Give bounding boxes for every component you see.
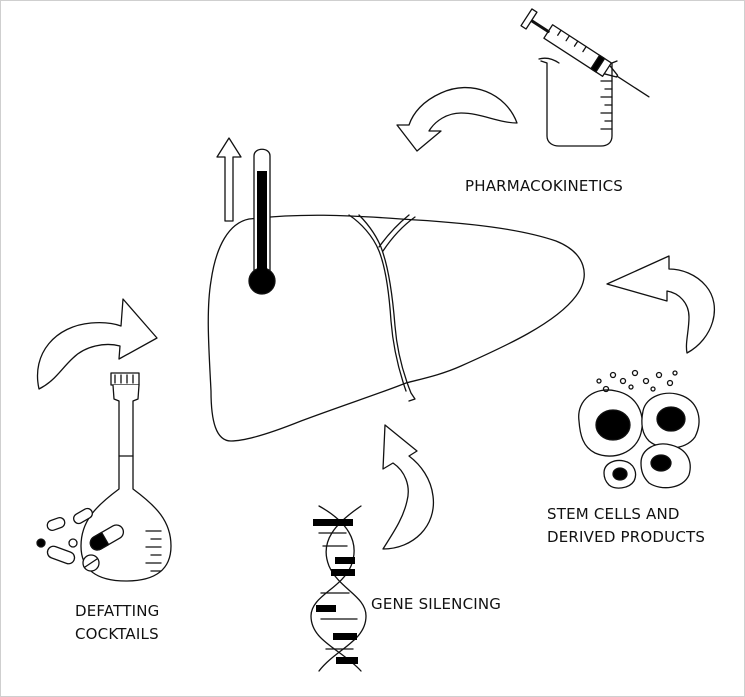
flask-pills-icon <box>36 372 172 582</box>
syringe-beaker-icon <box>520 8 650 147</box>
label-defatting-cocktails: DEFATTING COCKTAILS <box>75 600 160 646</box>
dna-helix-icon <box>310 505 367 672</box>
curved-arrow-icon <box>36 298 158 390</box>
label-stem-cells-line1: STEM CELLS AND <box>547 505 680 523</box>
label-defatting-line1: DEFATTING <box>75 602 160 620</box>
label-defatting-line2: COCKTAILS <box>75 625 159 643</box>
curved-arrow-icon <box>396 86 518 152</box>
curved-arrow-icon <box>606 255 715 354</box>
thermometer-icon <box>248 148 276 295</box>
liver-icon <box>207 214 585 442</box>
cells-icon <box>578 369 700 489</box>
curved-arrow-icon <box>382 424 435 550</box>
label-gene-silencing: GENE SILENCING <box>371 595 502 613</box>
label-stem-cells-line2: DERIVED PRODUCTS <box>547 528 706 546</box>
up-arrow-icon <box>216 137 242 222</box>
label-stem-cells: STEM CELLS AND DERIVED PRODUCTS <box>547 503 705 549</box>
label-pharmacokinetics: PHARMACOKINETICS <box>465 177 623 195</box>
